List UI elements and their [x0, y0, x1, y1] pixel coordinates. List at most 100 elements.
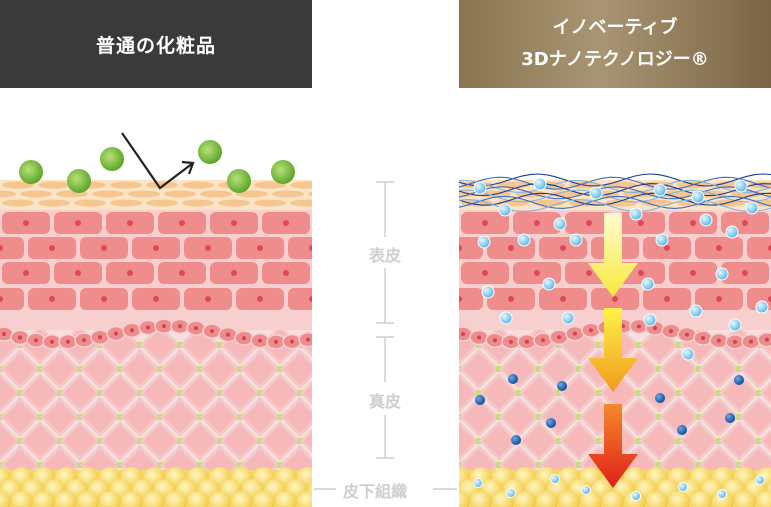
corneum-cell	[425, 182, 457, 189]
fiber-node	[317, 462, 323, 468]
basal-nucleus	[162, 324, 166, 329]
cell-nucleus	[459, 245, 462, 251]
large-particle	[198, 140, 222, 164]
nano-particle	[755, 300, 769, 314]
fat-cell	[459, 491, 470, 507]
cell-nucleus	[361, 296, 367, 302]
label-epidermis: 表皮	[369, 246, 402, 265]
basal-nucleus	[589, 328, 593, 333]
basal-nucleus	[194, 326, 198, 331]
basal-layer	[459, 318, 771, 350]
cell-nucleus	[612, 296, 618, 302]
epidermis-cells	[430, 205, 771, 330]
dermis-cell	[159, 348, 201, 390]
nano-particle	[745, 201, 759, 215]
dermis-cell	[459, 464, 460, 466]
cell-nucleus	[768, 296, 771, 302]
mesh-strand	[458, 176, 771, 190]
basal-nucleus	[557, 335, 561, 340]
mesh-strand	[458, 183, 771, 197]
basal-nucleus	[525, 339, 529, 344]
deep-particle	[725, 413, 735, 423]
corneum-cell	[38, 199, 70, 207]
fat-cell	[756, 491, 771, 507]
dermis-cell	[99, 420, 141, 462]
corneum-cell	[254, 181, 286, 189]
dermis-cell	[219, 372, 261, 414]
dermis-cell	[0, 396, 41, 438]
large-particle	[271, 160, 295, 184]
cell-nucleus	[75, 270, 81, 276]
large-particle	[19, 160, 43, 184]
nano-particle	[569, 233, 583, 247]
dermis-cell	[698, 396, 740, 438]
basal-nucleus	[669, 329, 673, 334]
basal-nucleus	[701, 336, 705, 341]
fat-cell	[187, 491, 209, 507]
cell-nucleus	[508, 296, 514, 302]
fiber-node	[357, 462, 363, 468]
bounce-arrow	[121, 132, 194, 190]
dermis-cell	[678, 420, 720, 462]
cell-nucleus	[283, 270, 289, 276]
basal-nucleus	[210, 329, 214, 334]
fat-cell	[77, 491, 99, 507]
fat-cell	[734, 491, 756, 507]
fat-cell	[209, 491, 231, 507]
dermis-cell	[119, 348, 161, 390]
dermis-cell	[39, 348, 81, 390]
cell-nucleus	[309, 296, 312, 302]
dermis-cell	[99, 372, 141, 414]
header-nanotech-title-line1: イノベーティブ	[552, 17, 678, 38]
corneum-cell	[2, 181, 34, 189]
dermis-cell	[79, 396, 121, 438]
basal-nucleus	[493, 338, 497, 343]
cell-nucleus	[586, 220, 592, 226]
cell-nucleus	[560, 245, 566, 251]
corneum-cell	[110, 199, 142, 207]
corneum-cell	[344, 191, 376, 198]
basal-nucleus	[290, 339, 294, 344]
basal-nucleus	[749, 339, 753, 344]
dermis-cell	[558, 420, 600, 462]
dermis-cell	[459, 416, 460, 418]
nano-particle	[561, 311, 575, 325]
mesh-strand	[458, 189, 771, 203]
nano-particle	[653, 183, 667, 197]
epidermis-cell	[340, 288, 388, 310]
deep-particle	[508, 374, 518, 384]
fat-nano-particle	[678, 482, 688, 492]
header-regular-cosmetics: 普通の化粧品	[0, 0, 312, 88]
nano-particle	[725, 225, 739, 239]
basal-cell	[298, 331, 312, 348]
dermis-cell	[179, 420, 221, 462]
cell-nucleus	[716, 296, 722, 302]
fiber-node	[357, 414, 363, 420]
cell-nucleus	[638, 270, 644, 276]
basal-nucleus	[114, 331, 118, 336]
cell-nucleus	[459, 296, 462, 302]
basal-nucleus	[765, 337, 769, 342]
fat-cell	[470, 491, 492, 507]
cell-nucleus	[179, 220, 185, 226]
fat-cell	[602, 491, 624, 507]
cell-nucleus	[430, 270, 436, 276]
penetration-arrow-2	[588, 308, 638, 392]
basal-nucleus	[66, 339, 70, 344]
basal-nucleus	[34, 338, 38, 343]
nano-particle	[715, 267, 729, 281]
fat-cell	[143, 491, 165, 507]
cell-nucleus	[742, 270, 748, 276]
nano-particle	[517, 233, 531, 247]
dermis-cell	[59, 372, 101, 414]
corneum-cell	[128, 190, 160, 198]
cell-nucleus	[361, 245, 367, 251]
fat-nano-particle	[550, 474, 560, 484]
epidermis-cells	[0, 205, 388, 330]
fat-cell	[668, 491, 690, 507]
dermis-cell	[259, 420, 301, 462]
fiber-node	[337, 390, 343, 396]
label-dermis: 真皮	[369, 392, 402, 411]
dermis-cell	[139, 420, 181, 462]
cell-nucleus	[482, 270, 488, 276]
